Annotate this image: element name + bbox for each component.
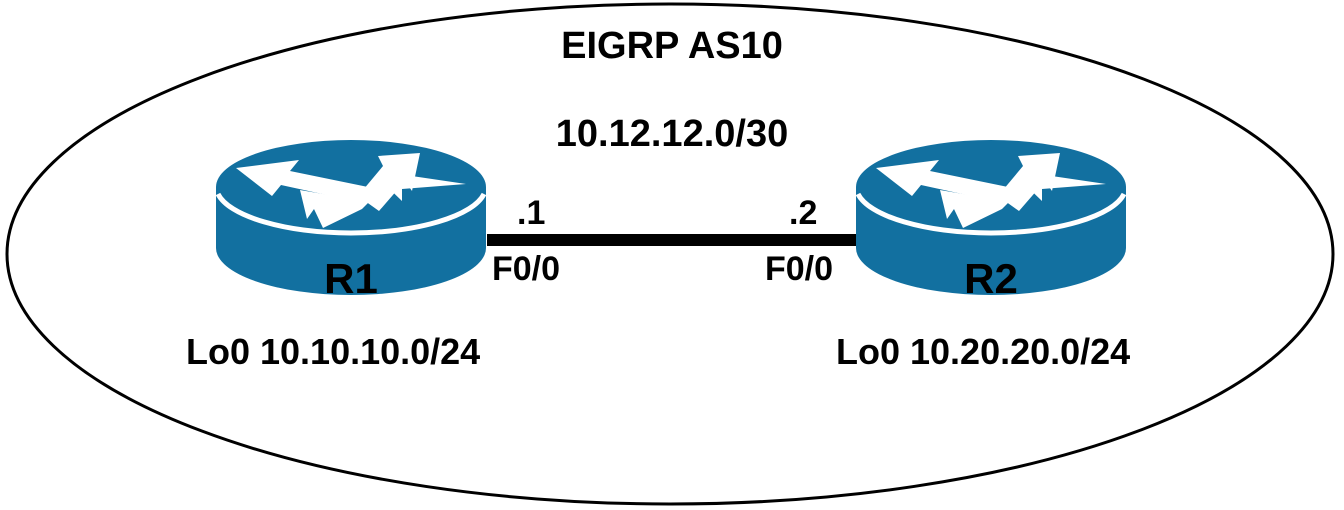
- link-subnet-label: 10.12.12.0/30: [555, 113, 789, 155]
- eigrp-domain-boundary: [5, 2, 1335, 506]
- r2-interface-label: F0/0: [765, 250, 834, 288]
- r1-device-name: R1: [324, 255, 378, 302]
- r2-device-name: R2: [964, 255, 1018, 302]
- r1-loopback-label: Lo0 10.10.10.0/24: [186, 331, 481, 372]
- r2-loopback-label: Lo0 10.20.20.0/24: [836, 331, 1131, 372]
- r1-ip-host-label: .1: [517, 194, 546, 232]
- as-domain-title: EIGRP AS10: [561, 25, 783, 67]
- r1-interface-label: F0/0: [492, 250, 561, 288]
- ethernet-link: [487, 234, 856, 246]
- r2-ip-host-label: .2: [789, 194, 818, 232]
